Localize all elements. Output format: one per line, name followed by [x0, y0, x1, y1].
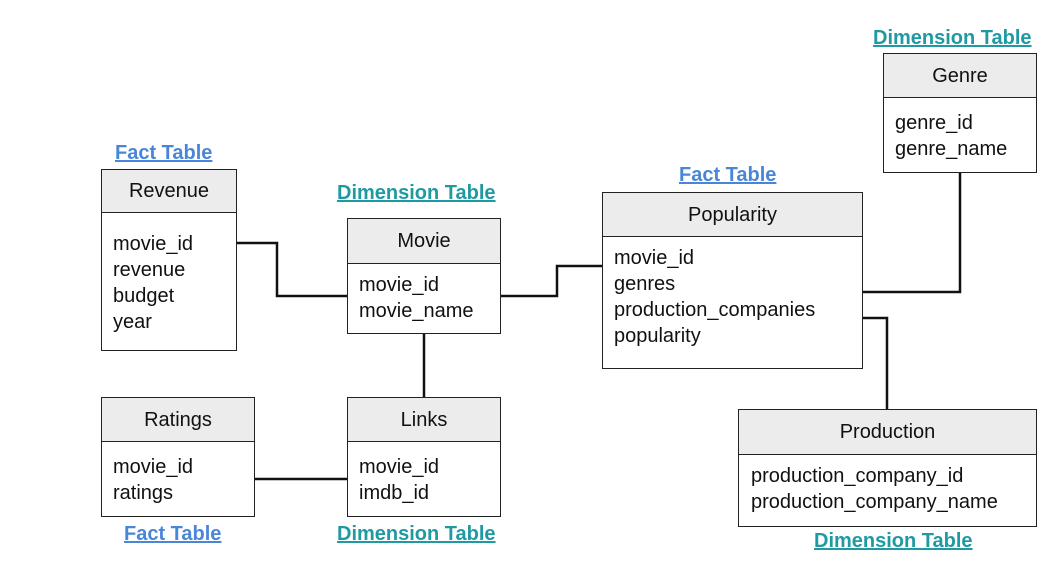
revenue-movie-link — [208, 241, 348, 298]
ratings-table-title: Ratings — [102, 398, 254, 442]
popularity-table: Popularity movie_id genres production_co… — [602, 192, 863, 369]
genre-field: genre_name — [895, 138, 1008, 160]
links-field: imdb_id — [359, 482, 430, 504]
popularity-field: popularity — [614, 325, 701, 347]
movie-popularity-link — [500, 264, 614, 298]
movie-field: movie_name — [359, 300, 474, 322]
links-table: Links movie_id imdb_id — [347, 397, 501, 517]
popularity-fact-label: Fact Table — [679, 164, 777, 186]
ratings-fact-label: Fact Table — [124, 523, 222, 545]
movie-field: movie_id — [359, 274, 440, 296]
genre-field: genre_id — [895, 112, 973, 134]
popularity-table-title: Popularity — [603, 193, 862, 237]
production-dimension-label: Dimension Table — [814, 530, 973, 552]
production-field: production_company_name — [751, 491, 998, 513]
revenue-field: movie_id — [113, 233, 194, 255]
movie-dimension-label: Dimension Table — [337, 182, 496, 204]
movie-table-title: Movie — [348, 219, 500, 264]
revenue-table: Revenue movie_id revenue budget year — [101, 169, 237, 351]
production-field: production_company_id — [751, 465, 964, 487]
ratings-field: ratings — [113, 482, 174, 504]
production-table: Production production_company_id product… — [738, 409, 1037, 527]
revenue-field: year — [113, 311, 152, 333]
genre-table-title: Genre — [884, 54, 1036, 98]
popularity-field: genres — [614, 273, 676, 295]
genre-dimension-label: Dimension Table — [873, 27, 1032, 49]
popularity-field: movie_id — [614, 247, 695, 269]
revenue-field: revenue — [113, 259, 186, 281]
revenue-table-title: Revenue — [102, 170, 236, 213]
popularity-field: production_companies — [614, 299, 816, 321]
links-dimension-label: Dimension Table — [337, 523, 496, 545]
links-table-title: Links — [348, 398, 500, 442]
links-field: movie_id — [359, 456, 440, 478]
production-table-title: Production — [739, 410, 1036, 455]
ratings-field: movie_id — [113, 456, 194, 478]
genre-table: Genre genre_id genre_name — [883, 53, 1037, 173]
revenue-fact-label: Fact Table — [115, 142, 213, 164]
revenue-field: budget — [113, 285, 175, 307]
ratings-table: Ratings movie_id ratings — [101, 397, 255, 517]
movie-table: Movie movie_id movie_name — [347, 218, 501, 334]
